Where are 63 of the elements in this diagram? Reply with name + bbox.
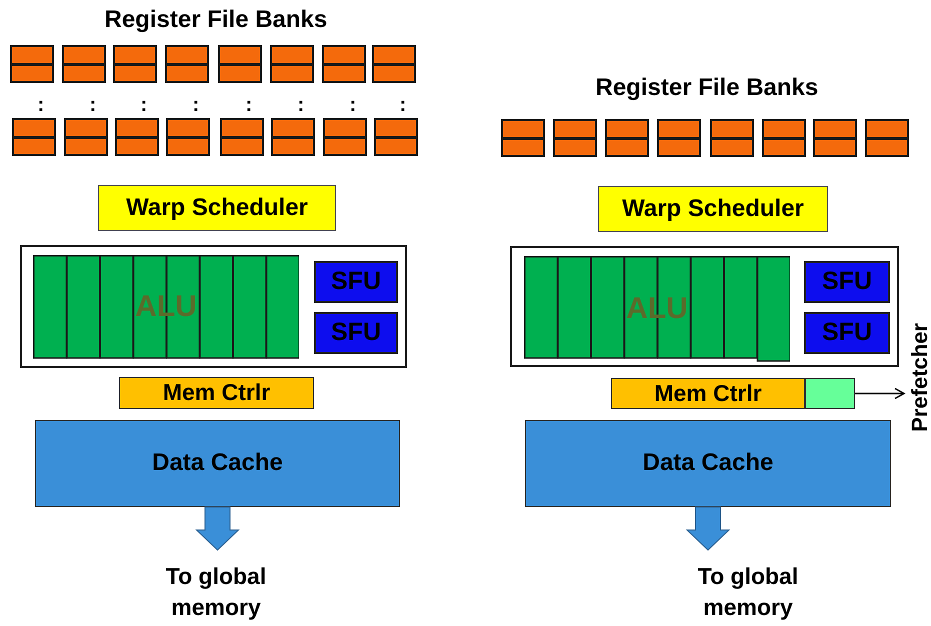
sfu-box	[314, 312, 398, 354]
data-cache-box	[525, 420, 891, 507]
ellipsis-mark: :	[400, 94, 406, 116]
warp-scheduler-box	[98, 185, 336, 231]
block-arrow	[195, 506, 240, 551]
register-bank	[374, 118, 418, 156]
box-label: SFU	[331, 317, 381, 348]
register-bank	[113, 45, 157, 83]
box-label: SFU	[822, 317, 872, 348]
box-label: SFU	[822, 266, 872, 298]
register-bank	[657, 119, 701, 157]
register-bank	[271, 118, 315, 156]
register-bank	[218, 45, 262, 83]
prefetcher-box	[805, 378, 855, 409]
section-heading: Register File Banks	[596, 74, 818, 102]
box-label: Mem Ctrlr	[654, 378, 762, 408]
register-bank	[166, 118, 210, 156]
register-bank	[813, 119, 857, 157]
box-label: SFU	[331, 266, 381, 298]
block-arrow	[686, 506, 730, 551]
core-frame	[20, 245, 407, 368]
register-bank	[62, 45, 106, 83]
register-bank	[865, 119, 909, 157]
prefetcher-label: Prefetcher	[906, 323, 931, 432]
box-label: Warp Scheduler	[622, 194, 804, 224]
core-frame	[510, 246, 899, 367]
register-bank	[220, 118, 264, 156]
box-label: Data Cache	[152, 448, 283, 478]
warp-scheduler-box	[598, 186, 828, 232]
sfu-box	[314, 261, 398, 303]
register-bank	[12, 118, 56, 156]
sfu-box	[804, 312, 890, 354]
destination-label: To global memory	[696, 562, 800, 622]
register-bank	[323, 118, 367, 156]
arrow	[855, 388, 905, 400]
box-label: Data Cache	[642, 448, 774, 478]
register-bank	[553, 119, 597, 157]
ellipsis-mark: :	[90, 94, 96, 116]
box-label: Mem Ctrlr	[162, 378, 270, 408]
register-bank	[64, 118, 108, 156]
register-bank	[270, 45, 314, 83]
memory-controller-box	[119, 377, 314, 409]
ellipsis-mark: :	[298, 94, 304, 116]
register-bank	[501, 119, 545, 157]
register-bank	[710, 119, 754, 157]
ellipsis-mark: :	[350, 94, 356, 116]
register-bank	[372, 45, 416, 83]
ellipsis-mark: :	[38, 94, 44, 116]
ellipsis-mark: :	[140, 94, 148, 116]
ellipsis-mark: :	[192, 94, 200, 116]
register-bank	[115, 118, 159, 156]
sfu-box	[804, 261, 890, 303]
register-bank	[165, 45, 209, 83]
register-bank	[322, 45, 366, 83]
destination-label: To global memory	[164, 562, 268, 622]
memory-controller-box	[611, 378, 805, 409]
register-bank	[762, 119, 806, 157]
box-label: Warp Scheduler	[126, 192, 308, 223]
register-bank	[605, 119, 649, 157]
register-bank	[10, 45, 54, 83]
ellipsis-mark: :	[246, 94, 252, 116]
section-heading: Register File Banks	[104, 6, 328, 34]
data-cache-box	[35, 420, 400, 507]
